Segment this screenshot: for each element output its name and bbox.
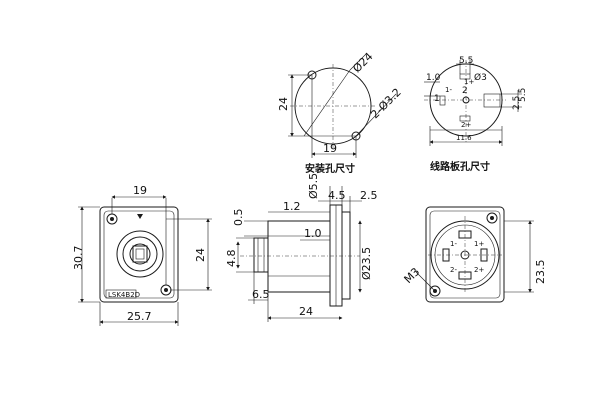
pcb-label-1plus: 1+	[464, 78, 474, 86]
side-dim-pin-h: 4.8	[225, 250, 238, 268]
side-dim-flange: 4.5	[328, 189, 346, 202]
pcb-center-pin	[462, 96, 470, 104]
rear-screw-bl	[429, 285, 441, 297]
front-dim-left: 30.7	[72, 246, 85, 271]
panel-cutout-view: 19 24 Ø24 2-Ø3.2 安装孔尺寸	[277, 50, 404, 175]
front-dim-right: 24	[194, 248, 207, 262]
pcb-dim-bottom: 11.6	[456, 134, 472, 142]
rear-pin-right	[480, 248, 488, 262]
rear-label-2plus: 2+	[474, 266, 484, 274]
rear-dim-height: 23.5	[534, 260, 547, 285]
pcb-dim-right-b: 2.5	[512, 96, 522, 110]
front-logo: LSK4B2D	[108, 291, 140, 299]
rear-label-1plus: 1+	[474, 240, 484, 248]
front-flange	[99, 206, 179, 303]
cutout-caption: 安装孔尺寸	[305, 162, 355, 175]
rear-screw-tr	[486, 212, 498, 224]
pcb-dim-1: 1	[434, 94, 440, 104]
side-dim-step: 1.2	[283, 200, 301, 213]
rear-view: 1- 2- 1+ 2+ M3 23.5	[402, 206, 547, 303]
rear-screw-label: M3	[402, 265, 423, 286]
rear-flange	[425, 206, 505, 303]
side-dim-pin-dia: Ø5.5	[307, 173, 320, 199]
cutout-dim-diameter: Ø24	[350, 50, 375, 75]
front-view: LSK4B2D 19 30.7 24 25.7	[72, 184, 212, 326]
front-dim-bottom: 25.7	[127, 310, 152, 323]
cutout-dim-height: 24	[277, 97, 290, 111]
pcb-dim-pin: Ø3	[474, 72, 487, 83]
rear-label-2minus: 2-	[450, 266, 457, 274]
front-dim-top: 19	[133, 184, 147, 197]
pcb-dim-left: 1.0	[426, 73, 441, 83]
side-dim-tail: 6.5	[252, 288, 270, 301]
side-pins	[253, 237, 269, 273]
pcb-dim-2: 2	[462, 86, 468, 96]
side-dim-body-dia: Ø23.5	[360, 247, 373, 280]
side-dim-flange-b: 2.5	[360, 189, 378, 202]
front-socket-key	[132, 245, 148, 263]
side-dim-inner: 1.0	[304, 227, 322, 240]
pcb-dim-right-a: 5.5	[518, 88, 528, 102]
side-view: 4.5 2.5 Ø5.5 1.2 1.0 0.5 4.8 Ø23.5 6.5 2…	[225, 173, 378, 322]
side-dim-length: 24	[299, 305, 313, 318]
cutout-dim-spacing: 19	[323, 142, 337, 155]
pcb-caption: 线路板孔尺寸	[430, 160, 490, 173]
pcb-label-2plus: 2+	[461, 121, 471, 129]
front-index-arrow	[137, 214, 143, 219]
pcb-hole-view: 5.5 1.0 Ø3 1 2 5.5 2.5 11.6 1- 1+ 2+ 线路板…	[424, 56, 528, 173]
front-socket-outer	[116, 230, 164, 278]
rear-label-1minus: 1-	[450, 240, 457, 248]
cutout-dim-hole: 2-Ø3.2	[368, 86, 403, 121]
pcb-label-1minus: 1-	[445, 86, 452, 94]
pcb-dim-top: 5.5	[459, 56, 473, 66]
side-dim-pin: 0.5	[232, 209, 245, 227]
